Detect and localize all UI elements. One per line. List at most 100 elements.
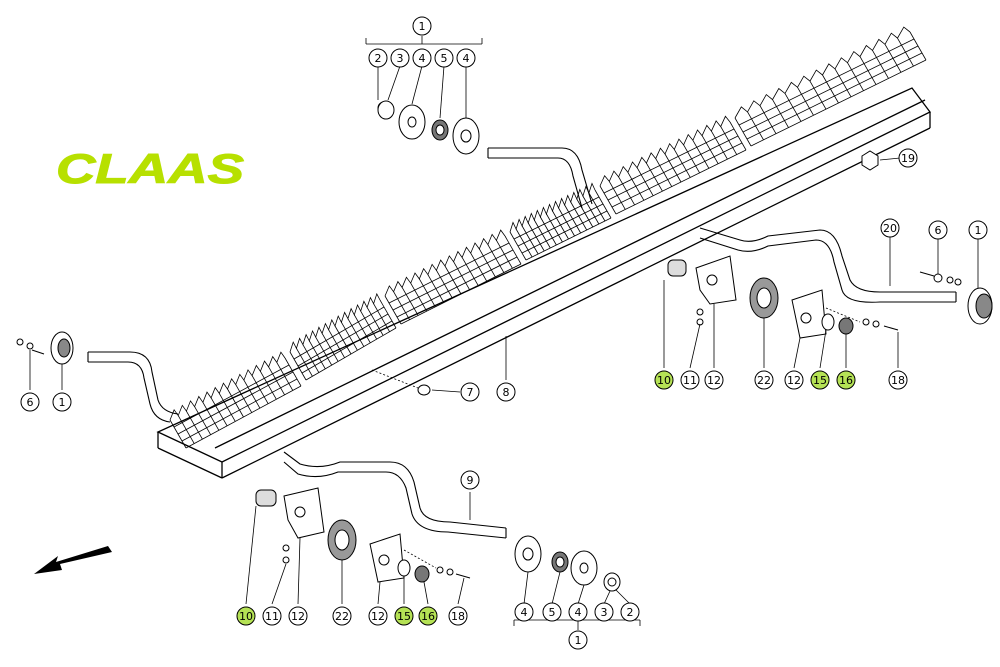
callout-m-10: 10 [654, 370, 674, 390]
sieve-step-segment [384, 229, 522, 325]
callout-number: 16 [421, 610, 435, 623]
callout-number: 1 [419, 20, 426, 33]
callout-bubble [456, 48, 476, 68]
callout-br-5: 5 [542, 602, 562, 622]
callout-top-2: 2 [368, 48, 388, 68]
callout-b-12a: 12 [288, 606, 308, 626]
callout-number: 18 [451, 610, 465, 623]
callout-m-16: 16 [836, 370, 856, 390]
callout-bubble [514, 602, 534, 622]
callout-bubble [754, 370, 774, 390]
callout-number: 18 [891, 374, 905, 387]
callout-number: 10 [657, 374, 671, 387]
callout-number: 22 [757, 374, 771, 387]
callout-bubble [542, 602, 562, 622]
callout-number: 12 [707, 374, 721, 387]
callout-number: 5 [441, 52, 448, 65]
callout-bubble [434, 48, 454, 68]
callout-br-4a: 4 [514, 602, 534, 622]
callout-top-5: 5 [434, 48, 454, 68]
callout-b-18: 18 [448, 606, 468, 626]
callout-bubble [810, 370, 830, 390]
callout-br-4b: 4 [568, 602, 588, 622]
callout-number: 2 [627, 606, 634, 619]
callout-number: 9 [467, 474, 474, 487]
callout-bubble [880, 218, 900, 238]
callout-bubble [262, 606, 282, 626]
callout-bubble [496, 382, 516, 402]
callout-number: 4 [521, 606, 528, 619]
callout-number: 19 [901, 152, 915, 165]
callout-b-16: 16 [418, 606, 438, 626]
callout-bubble [968, 220, 988, 240]
callout-bubble [568, 602, 588, 622]
callout-number: 11 [265, 610, 279, 623]
callout-m-15: 15 [810, 370, 830, 390]
callout-l-6: 6 [20, 392, 40, 412]
callout-m-22: 22 [754, 370, 774, 390]
callout-b-22: 22 [332, 606, 352, 626]
callout-number: 12 [291, 610, 305, 623]
callout-c-9: 9 [460, 470, 480, 490]
callout-number: 16 [839, 374, 853, 387]
callout-number: 3 [601, 606, 608, 619]
callout-number: 20 [883, 222, 897, 235]
callout-bubble [20, 392, 40, 412]
logo-text: CLAAS [56, 145, 244, 192]
direction-arrow-icon [34, 546, 112, 574]
callout-number: 4 [463, 52, 470, 65]
callout-m-12a: 12 [704, 370, 724, 390]
callout-bubble [368, 48, 388, 68]
callout-bubble [620, 602, 640, 622]
callout-number: 22 [335, 610, 349, 623]
callout-bubble [412, 48, 432, 68]
callout-r-20: 20 [880, 218, 900, 238]
crank-shafts [87, 147, 957, 539]
callout-number: 7 [467, 386, 474, 399]
callout-m-12b: 12 [784, 370, 804, 390]
callout-bubble [704, 370, 724, 390]
callout-c-8: 8 [496, 382, 516, 402]
callout-top-4b: 4 [456, 48, 476, 68]
callout-bubble [418, 606, 438, 626]
callout-b-15: 15 [394, 606, 414, 626]
callout-bubble [460, 382, 480, 402]
callout-top-3: 3 [390, 48, 410, 68]
callout-number: 3 [397, 52, 404, 65]
main-beam [156, 87, 931, 479]
callout-number: 8 [503, 386, 510, 399]
sieve-step-segment [509, 182, 612, 261]
callout-bubble [236, 606, 256, 626]
callout-m-11: 11 [680, 370, 700, 390]
sieve-step-segment [169, 351, 302, 449]
callout-bubble [898, 148, 918, 168]
sieve-step-segment [289, 292, 397, 381]
callout-number: 1 [59, 396, 66, 409]
callout-number: 6 [935, 224, 942, 237]
callout-l-1: 1 [52, 392, 72, 412]
sieve-steps [169, 26, 927, 449]
callout-number: 6 [27, 396, 34, 409]
callout-bubble [680, 370, 700, 390]
callout-bubble [784, 370, 804, 390]
callout-b-10: 10 [236, 606, 256, 626]
callout-m-18: 18 [888, 370, 908, 390]
callout-c-7: 7 [460, 382, 480, 402]
callout-top-1: 1 [412, 16, 432, 36]
callout-number: 10 [239, 610, 253, 623]
callout-bubble [928, 220, 948, 240]
callout-number: 5 [549, 606, 556, 619]
callout-bubble [412, 16, 432, 36]
callout-number: 4 [575, 606, 582, 619]
callout-bubble [390, 48, 410, 68]
callout-bubble [368, 606, 388, 626]
callout-top-4a: 4 [412, 48, 432, 68]
callout-bubble [836, 370, 856, 390]
callout-r-1: 1 [968, 220, 988, 240]
callout-br-2: 2 [620, 602, 640, 622]
callout-number: 1 [575, 634, 582, 647]
callout-number: 15 [397, 610, 411, 623]
callout-number: 15 [813, 374, 827, 387]
